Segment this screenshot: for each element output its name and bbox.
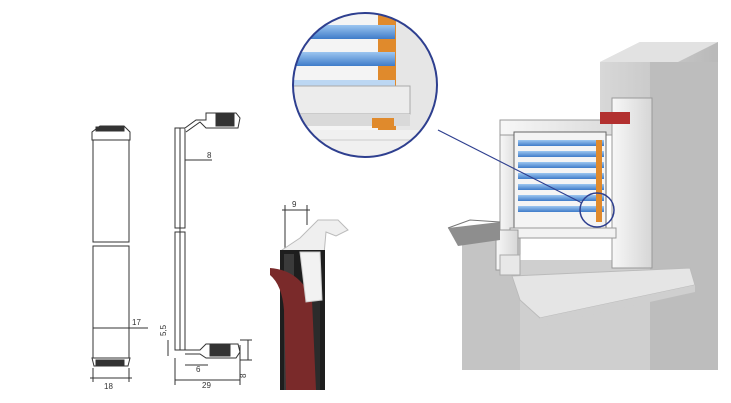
front-width-label: 18 (104, 382, 113, 391)
side-depth-label: 29 (202, 381, 211, 390)
front-view-drawing (90, 125, 148, 382)
side-small-label: 6 (196, 365, 201, 374)
side-gap-label: 8 (207, 151, 212, 160)
blind-slats (518, 140, 604, 212)
window-render (437, 42, 718, 370)
side-foot-label: 5,5 (159, 324, 168, 336)
front-height-label: 17 (132, 318, 141, 327)
detail-width-label: 9 (292, 200, 297, 209)
side-section-drawing (167, 112, 252, 385)
profile-detail-render (270, 205, 349, 390)
side-offset-label: 8 (239, 373, 248, 378)
magnified-detail-circle (292, 12, 438, 158)
